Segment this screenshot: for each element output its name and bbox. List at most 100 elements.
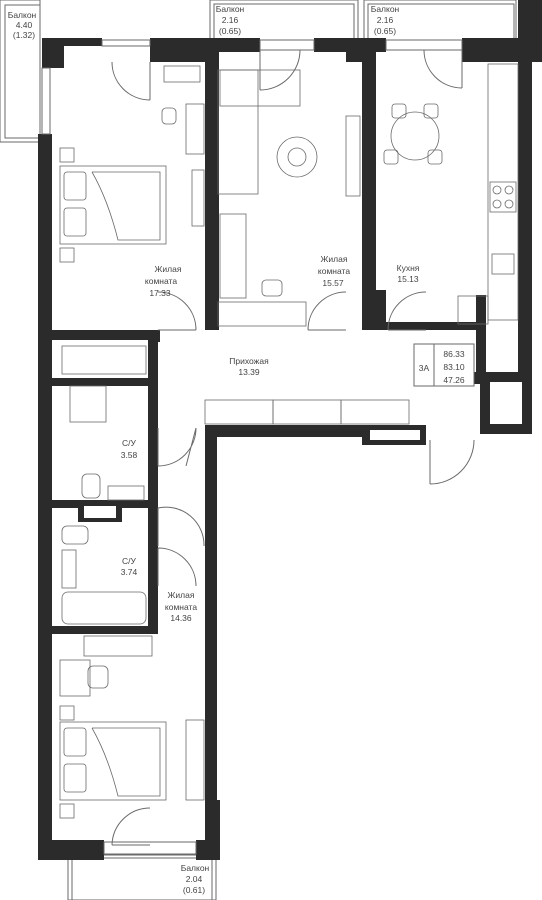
pillow-1 (63, 171, 87, 201)
door-kitchen (387, 291, 427, 331)
wall-bath2-bottom (52, 626, 152, 634)
door-entrance (429, 439, 475, 485)
hall-area: 13.39 (238, 367, 260, 377)
chair-living (261, 279, 283, 297)
pillow-4 (63, 763, 87, 793)
area-summary: 3А 86.33 83.10 47.26 (413, 343, 475, 387)
kitchen-name: Кухня (397, 263, 420, 273)
window-kitchen (385, 39, 463, 51)
dining-table (390, 111, 440, 161)
balcony-left-inner (4, 4, 41, 139)
sink-2 (61, 549, 77, 589)
fridge (457, 295, 489, 325)
wall-inner-2 (362, 290, 386, 330)
door-bedroom-top (157, 291, 197, 331)
wall-bed-hall (44, 330, 152, 340)
wardrobe-bedroom (61, 345, 147, 375)
door-bedroom-balcony (111, 61, 151, 101)
wall-kitchen-bottom-right (476, 295, 486, 383)
desk-bottom (59, 659, 91, 697)
wall-bed-living (205, 38, 219, 298)
desk-living (217, 301, 307, 327)
coffee-table (276, 136, 318, 178)
shelf-top (163, 65, 201, 83)
wall-hall-left (148, 330, 158, 600)
chair-k1 (391, 103, 407, 119)
shower (69, 385, 107, 423)
balcony-mid-sub: (0.65) (219, 26, 241, 36)
bedroom-top-name1: Жилая (155, 264, 182, 274)
bed-bottom (59, 721, 167, 801)
wall-living-kitchen (362, 38, 376, 290)
door-bath1 (157, 427, 197, 467)
wall-bottom-3 (205, 800, 220, 860)
tv-stand-living (345, 115, 361, 197)
wall-bottom-1 (38, 840, 104, 860)
blanket-bottom (91, 727, 161, 797)
wall-top-6 (376, 38, 386, 52)
door-bath2 (157, 547, 197, 587)
wardrobe-hall-2 (272, 399, 342, 425)
window-bedroom-left (41, 67, 51, 135)
wall-wardrobe (44, 378, 152, 386)
toilet-2 (61, 525, 89, 545)
sink-1 (107, 485, 145, 501)
desk-top (185, 103, 205, 155)
apartment-type: 3А (419, 363, 430, 373)
wall-right (518, 38, 532, 378)
area-without-balconies: 83.10 (443, 362, 465, 372)
summary-box (413, 343, 475, 387)
bedroom-top-area: 17.33 (149, 288, 171, 298)
chair-k3 (383, 149, 399, 165)
wall-hall-left-2 (148, 600, 158, 634)
window-living (259, 39, 315, 51)
wall-top-3 (205, 38, 260, 52)
door-bedroom-balcony-bottom (111, 807, 151, 846)
burner-3 (492, 199, 502, 209)
balcony-left-sub: (1.32) (13, 30, 35, 40)
wardrobe-hall-1 (204, 399, 274, 425)
pillow-3 (63, 727, 87, 757)
nightstand-4 (59, 803, 75, 819)
window-bedroom-top (101, 39, 151, 47)
blanket-top (91, 171, 161, 241)
windows (41, 39, 463, 855)
burner-2 (504, 185, 514, 195)
balcony-right-area: 2.16 (377, 15, 394, 25)
window-bedroom-bottom (103, 841, 197, 855)
bath2-name: С/У (122, 556, 137, 566)
balcony-bottom-sub: (0.61) (183, 885, 205, 895)
burner-4 (504, 199, 514, 209)
balcony-left-name: Балкон (8, 10, 37, 20)
stove (489, 181, 517, 213)
chair-bottom (87, 665, 109, 689)
tv-stand-top (191, 169, 205, 227)
chair-k4 (427, 149, 443, 165)
bedroom-bottom-name2: комната (165, 602, 197, 612)
toilet-1 (81, 473, 101, 499)
balcony-left-area: 4.40 (16, 20, 33, 30)
walls (38, 0, 542, 860)
wall-inner-1 (205, 290, 219, 330)
balcony-bottom-area: 2.04 (186, 874, 203, 884)
wall-column-hole (490, 382, 522, 424)
door-living (307, 291, 347, 331)
door-kitchen-balcony (423, 49, 463, 89)
hall-name: Прихожая (229, 356, 269, 366)
balcony-right-name: Балкон (371, 4, 400, 14)
nightstand-2 (59, 247, 75, 263)
wardrobe-living (219, 213, 247, 299)
wall-left (38, 134, 52, 856)
balcony-right-sub: (0.65) (374, 26, 396, 36)
sofa (217, 69, 259, 195)
wall-bedroom-right (205, 425, 217, 845)
living-name2: комната (318, 266, 350, 276)
balcony-mid-name: Балкон (216, 4, 245, 14)
balcony-bottom-inner (71, 857, 213, 900)
chair-k2 (423, 103, 439, 119)
nightstand-3 (59, 705, 75, 721)
furniture (59, 63, 519, 819)
living-name1: Жилая (321, 254, 348, 264)
kitchen-sink (491, 253, 515, 275)
